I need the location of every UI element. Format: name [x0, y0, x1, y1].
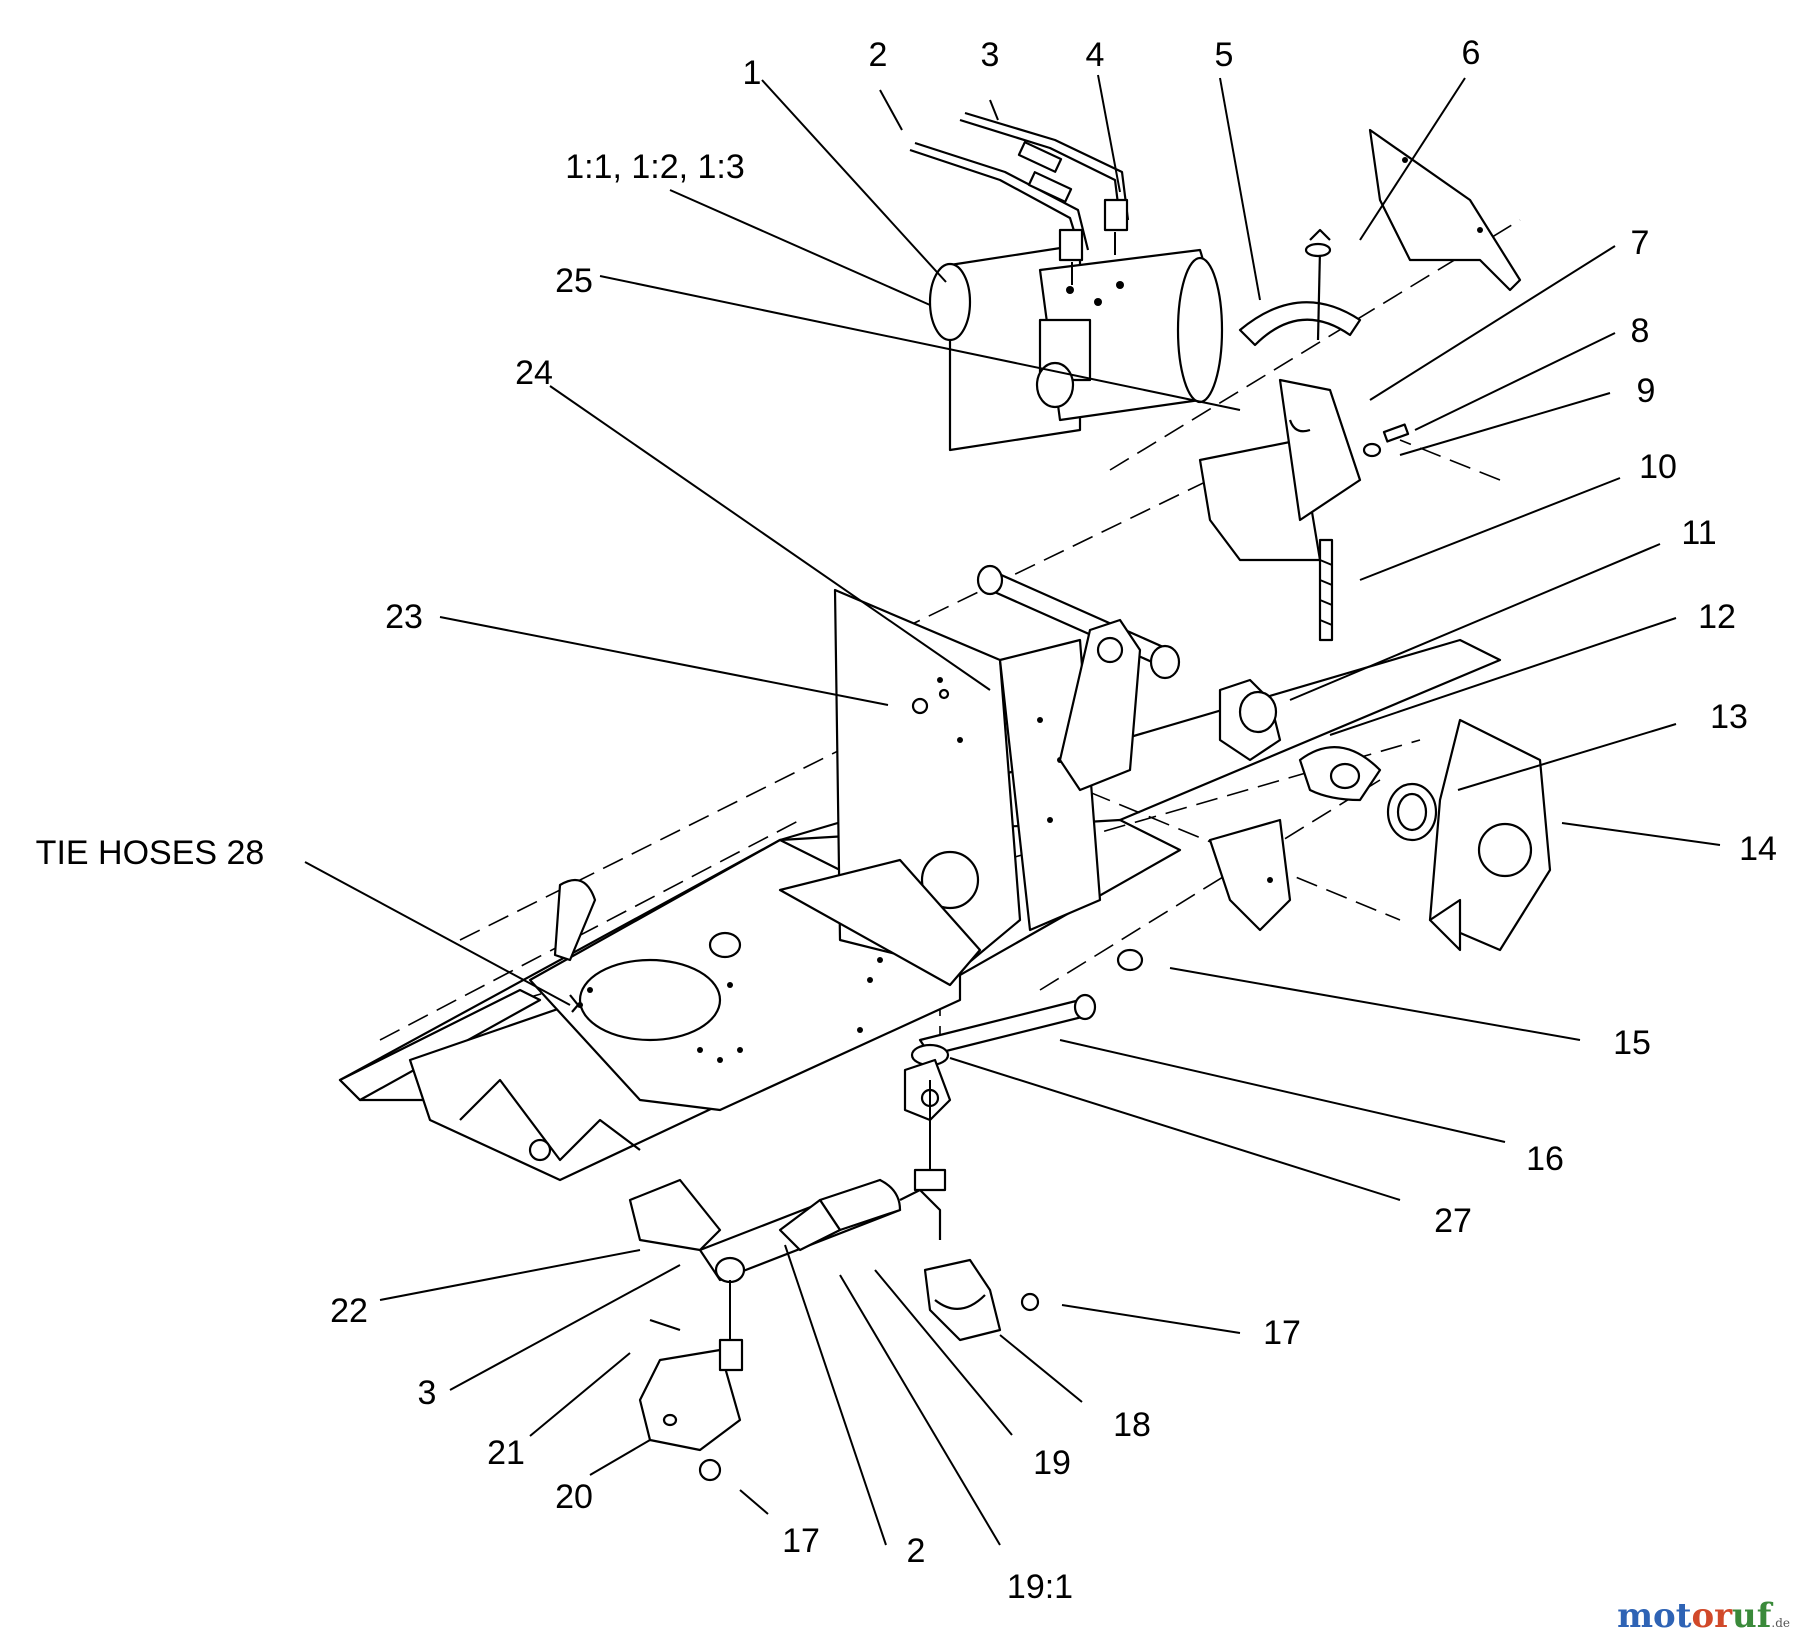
callout-23: 23 — [385, 598, 423, 636]
callout-tie-hoses-28: TIE HOSES 28 — [36, 834, 265, 872]
callout-4: 4 — [1086, 36, 1105, 74]
pivot-shaft-assembly — [976, 564, 1552, 952]
callout-1: 1 — [743, 54, 762, 92]
callout-6: 6 — [1462, 34, 1481, 72]
callout-9: 9 — [1637, 372, 1656, 410]
callout-20: 20 — [555, 1478, 593, 1516]
callout-16: 16 — [1526, 1140, 1564, 1178]
pump-motor-assembly — [928, 243, 1224, 452]
lower-pin-assembly — [903, 948, 1144, 1122]
callout-17-bottom: 17 — [782, 1522, 820, 1560]
chassis-frame — [338, 219, 1521, 1182]
callout-11: 11 — [1681, 514, 1716, 552]
callout-15: 15 — [1613, 1024, 1651, 1062]
callout-2: 2 — [869, 36, 888, 74]
callout-1-sub: 1:1, 1:2, 1:3 — [565, 148, 745, 186]
callout-22: 22 — [330, 1292, 368, 1330]
watermark-part-a: mot — [1617, 1596, 1692, 1636]
hoses-and-fittings — [909, 111, 1130, 285]
callout-24: 24 — [515, 354, 553, 392]
small-hardware — [553, 688, 950, 1013]
site-watermark-logo: motoruf.de — [1617, 1596, 1790, 1636]
leader-lines — [304, 74, 1721, 1546]
callout-13: 13 — [1710, 698, 1748, 736]
cylinder-linkage — [628, 1080, 1040, 1482]
parts-artwork — [338, 111, 1552, 1482]
callout-7: 7 — [1631, 224, 1650, 262]
callout-18: 18 — [1113, 1406, 1151, 1444]
watermark-part-c: uf — [1732, 1596, 1772, 1636]
callout-17-right: 17 — [1263, 1314, 1301, 1352]
clamp-and-bracket — [1198, 128, 1522, 642]
callout-21: 21 — [487, 1434, 525, 1472]
callout-2-bottom: 2 — [907, 1532, 926, 1570]
watermark-tld: .de — [1771, 1616, 1790, 1630]
watermark-part-b: or — [1691, 1596, 1733, 1636]
callout-14: 14 — [1739, 830, 1777, 868]
callout-3-bottom: 3 — [418, 1374, 437, 1412]
callout-19: 19 — [1033, 1444, 1071, 1482]
callout-3: 3 — [981, 36, 1000, 74]
callout-labels: 1 2 3 4 5 6 1:1, 1:2, 1:3 25 7 8 9 24 10… — [36, 34, 1777, 1606]
callout-10: 10 — [1639, 448, 1677, 486]
callout-8: 8 — [1631, 312, 1650, 350]
callout-19-1: 19:1 — [1007, 1568, 1073, 1606]
callout-25: 25 — [555, 262, 593, 300]
callout-27: 27 — [1434, 1202, 1472, 1240]
callout-12: 12 — [1698, 598, 1736, 636]
callout-5: 5 — [1215, 36, 1234, 74]
